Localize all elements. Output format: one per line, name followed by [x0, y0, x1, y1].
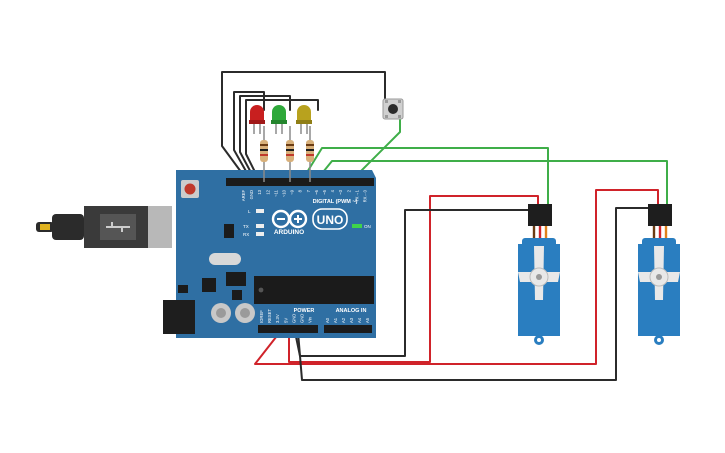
pin-label: 3.3V [275, 314, 280, 323]
pin-label: GND [300, 314, 305, 323]
resistor-red-led[interactable] [260, 140, 268, 162]
pin-label: AREF [241, 190, 246, 202]
pin-label: RESET [267, 309, 272, 323]
pin-label: A3 [349, 317, 354, 323]
on-label: ON [364, 224, 371, 229]
arduino-board[interactable]: ARDUINO UNO ON L TX RX DIGITAL (PWM ~) A… [163, 170, 376, 338]
servo-2-connector [648, 204, 672, 226]
wire-led-yellow-gnd[interactable] [245, 99, 319, 181]
power-header-label: POWER [294, 308, 315, 314]
pin-label: 5V [283, 318, 288, 323]
pin-label: A5 [365, 317, 370, 323]
led-tx-label: TX [243, 224, 249, 229]
pin-label: Vin [308, 316, 313, 323]
pin-label: ~9 [290, 189, 295, 194]
pushbutton[interactable] [382, 98, 404, 120]
servo-1[interactable] [518, 204, 560, 345]
pin-label: RX←0 [363, 189, 368, 202]
wire-button-pin2[interactable] [349, 119, 401, 183]
usb-cable[interactable] [36, 206, 172, 248]
servo-2[interactable] [638, 204, 680, 345]
wire-servo1-signal[interactable] [300, 147, 549, 207]
pin-label: GND [249, 190, 254, 199]
pin-label: ~6 [314, 189, 319, 194]
pin-label: ~5 [322, 189, 327, 194]
usb-connector [148, 206, 172, 248]
wire-servo2-gnd[interactable] [297, 207, 651, 381]
green-led[interactable] [271, 105, 287, 134]
pin-label: A1 [333, 317, 338, 323]
digital-header [226, 178, 374, 186]
led-l-label: L [248, 209, 251, 214]
pin-label: ~10 [282, 189, 287, 197]
analog-header [324, 325, 372, 333]
pin-label: GND [291, 314, 296, 323]
power-header [258, 325, 318, 333]
led-rx-label: RX [243, 232, 249, 237]
digital-header-label: DIGITAL (PWM ~) [313, 199, 358, 205]
power-jack [163, 300, 195, 334]
pin-label: 13 [257, 189, 262, 194]
analog-header-label: ANALOG IN [336, 308, 367, 314]
pin-label: TX→1 [354, 189, 359, 202]
board-model: UNO [317, 213, 344, 227]
yellow-led[interactable] [296, 105, 312, 134]
arduino-logo: ARDUINO [271, 209, 308, 236]
pin-label: ~11 [273, 189, 278, 196]
pin-label: 8 [298, 189, 303, 192]
pin-label: 4 [330, 189, 335, 192]
resistor-yellow-led[interactable] [306, 140, 314, 162]
pin-label: ~3 [338, 189, 343, 194]
wire-button-gnd[interactable] [221, 71, 386, 181]
pin-label: 7 [306, 189, 311, 192]
wire-servo2-5v[interactable] [254, 189, 659, 365]
pin-label: IOREF [259, 310, 264, 323]
on-led [352, 224, 362, 228]
pin-label: 12 [265, 189, 270, 194]
servo-1-horn [518, 246, 560, 300]
resistor-green-led[interactable] [286, 140, 294, 162]
pin-label: 2 [346, 189, 351, 192]
atmega-chip [254, 276, 374, 304]
red-led[interactable] [249, 105, 265, 134]
wire-servo1-5v[interactable] [288, 195, 539, 363]
servo-1-connector [528, 204, 552, 226]
board-brand: ARDUINO [274, 229, 304, 236]
servo-2-horn [638, 246, 680, 300]
pin-label: A4 [357, 317, 362, 323]
pin-label: A0 [325, 317, 330, 323]
pin-label: A2 [341, 317, 346, 323]
wire-led-red-gnd[interactable] [233, 91, 265, 181]
